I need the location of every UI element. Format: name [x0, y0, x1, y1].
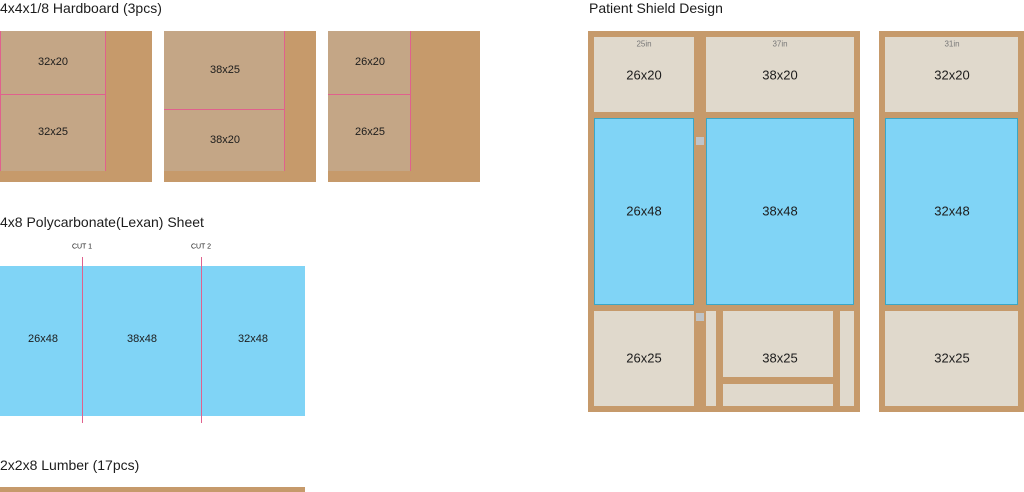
piece-label: 32x25 [934, 350, 970, 366]
piece-label: 26x25 [355, 126, 385, 138]
piece-label: 38x20 [762, 67, 798, 83]
hardboard-cut-area [164, 31, 284, 171]
cut-line-1 [82, 257, 83, 423]
cut-line [105, 31, 106, 171]
piece-label: 38x48 [127, 333, 157, 345]
cut-line [410, 31, 411, 171]
panel-bottom [885, 311, 1018, 406]
cut-line-2 [201, 257, 202, 423]
panel-top [885, 37, 1018, 112]
cut-label-1: CUT 1 [71, 243, 93, 251]
cut-label-2: CUT 2 [190, 243, 212, 251]
polycarbonate-panel [706, 118, 854, 305]
polycarbonate-panel [594, 118, 694, 305]
cut-line [0, 94, 105, 95]
piece-label: 32x25 [38, 126, 68, 138]
hinge-icon [696, 313, 704, 321]
lumber-title: 2x2x8 Lumber (17pcs) [0, 457, 140, 473]
cut-line [284, 31, 285, 171]
cut-line [164, 109, 284, 110]
piece-label: 26x20 [626, 67, 662, 83]
hinge-icon [696, 137, 704, 145]
width-label: 31in [944, 39, 960, 49]
cut-line [328, 94, 410, 95]
shield-frame-left: 25in 26x20 26x48 26x25 37in 38x20 38x48 … [588, 31, 860, 412]
piece-label: 26x48 [28, 333, 58, 345]
piece-label: 32x20 [934, 67, 970, 83]
lumber-brace [833, 311, 840, 406]
lumber-brace [716, 311, 723, 406]
hardboard-cut-area [328, 31, 410, 171]
polycarbonate-title: 4x8 Polycarbonate(Lexan) Sheet [0, 214, 204, 230]
width-label: 37in [772, 39, 788, 49]
hardboard-title: 4x4x1/8 Hardboard (3pcs) [0, 0, 162, 16]
shield-frame-right: 31in 32x20 32x48 32x25 [879, 31, 1024, 412]
piece-label: 38x25 [210, 64, 240, 76]
piece-label: 38x48 [762, 203, 798, 219]
panel-top [594, 37, 694, 112]
piece-label: 32x20 [38, 56, 68, 68]
polycarbonate-panel [885, 118, 1018, 305]
piece-label: 32x48 [238, 333, 268, 345]
polycarbonate-sheet [0, 266, 305, 416]
panel-bottom [706, 311, 854, 406]
piece-label: 38x25 [762, 350, 798, 366]
hardboard-board-1: 32x20 32x25 [0, 31, 152, 182]
lumber-piece [0, 487, 305, 492]
lumber-brace [723, 377, 833, 384]
hardboard-board-3: 26x20 26x25 [328, 31, 480, 182]
piece-label: 38x20 [210, 134, 240, 146]
piece-label: 26x20 [355, 56, 385, 68]
width-label: 25in [636, 39, 652, 49]
design-title: Patient Shield Design [589, 0, 723, 16]
panel-top [706, 37, 854, 112]
hardboard-board-2: 38x25 38x20 [164, 31, 316, 182]
piece-label: 26x48 [626, 203, 662, 219]
piece-label: 26x25 [626, 350, 662, 366]
panel-bottom [594, 311, 694, 406]
hardboard-cut-area [0, 31, 105, 171]
piece-label: 32x48 [934, 203, 970, 219]
cut-line [0, 31, 1, 171]
